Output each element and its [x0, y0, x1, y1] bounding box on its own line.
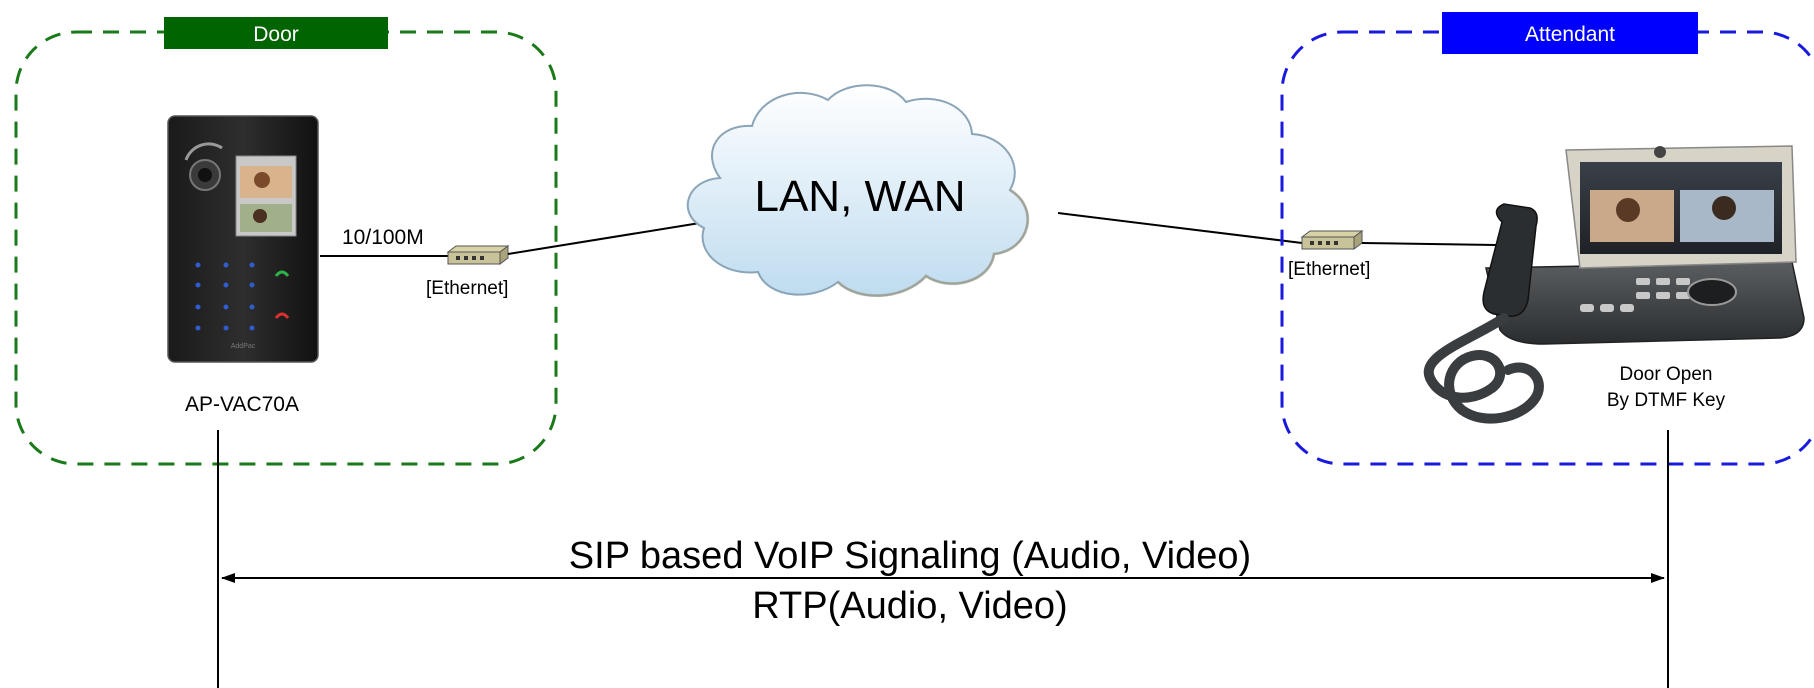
ethernet-switch-icon [1300, 230, 1364, 250]
video-phone-icon [1423, 145, 1805, 424]
door-label-box [164, 17, 388, 49]
switch-cloud-link-left [507, 221, 707, 255]
attendant-zone: Attendant [1280, 12, 1814, 466]
door-intercom-icon: AddPac [167, 115, 319, 363]
attendant-caption-line1: Door Open [1620, 364, 1713, 385]
switch-phone-link [1361, 242, 1497, 246]
signaling-line1: SIP based VoIP Signaling (Audio, Video) [569, 535, 1251, 577]
door-label: Door [253, 23, 299, 46]
speed-label: 10/100M [342, 226, 424, 249]
cloud-label: LAN, WAN [754, 172, 965, 221]
door-device-name: AP-VAC70A [185, 393, 299, 416]
svg-text:AddPac: AddPac [231, 343, 256, 350]
network-cloud-icon [686, 84, 1030, 298]
ethernet-label-right: [Ethernet] [1288, 259, 1370, 280]
attendant-caption-line2: By DTMF Key [1607, 390, 1726, 411]
ethernet-switch-icon [446, 245, 510, 265]
door-zone: Door [14, 17, 558, 466]
signaling-line2: RTP(Audio, Video) [752, 585, 1067, 627]
attendant-label: Attendant [1525, 23, 1615, 46]
ethernet-label-left: [Ethernet] [426, 278, 508, 299]
switch-cloud-link-right [1057, 212, 1303, 244]
attendant-label-box [1442, 12, 1698, 54]
